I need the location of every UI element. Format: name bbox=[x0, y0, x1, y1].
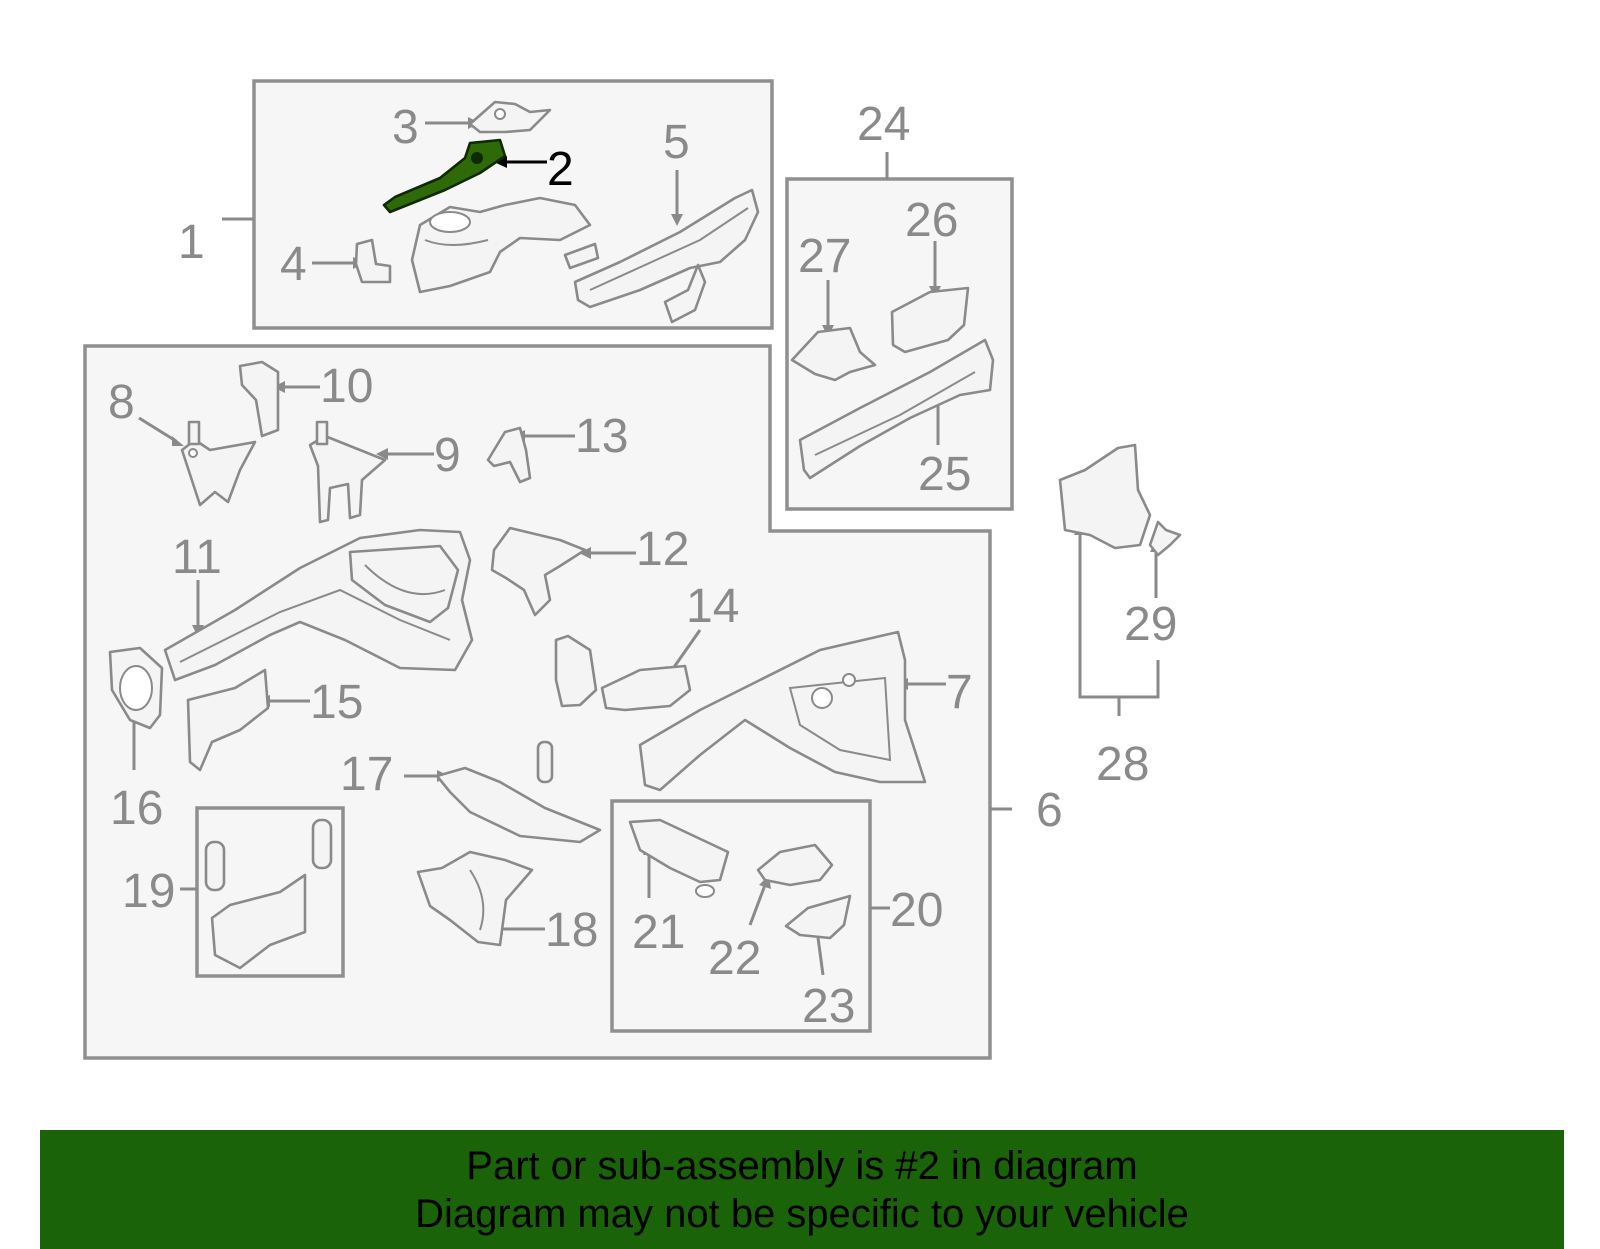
part-8 bbox=[180, 420, 257, 507]
callout-19[interactable]: 19 bbox=[122, 865, 175, 918]
callout-14[interactable]: 14 bbox=[686, 580, 739, 633]
part-22 bbox=[756, 843, 834, 887]
callout-16[interactable]: 16 bbox=[110, 782, 163, 835]
callout-17[interactable]: 17 bbox=[340, 748, 393, 801]
banner-line-disclaimer: Diagram may not be specific to your vehi… bbox=[415, 1192, 1189, 1236]
callout-3[interactable]: 3 bbox=[392, 101, 419, 154]
part-16 bbox=[108, 646, 164, 730]
part-11-rail bbox=[163, 528, 474, 682]
part-10 bbox=[238, 360, 280, 438]
callout-23[interactable]: 23 bbox=[802, 980, 855, 1033]
callout-27[interactable]: 27 bbox=[798, 230, 851, 283]
callout-8[interactable]: 8 bbox=[108, 376, 135, 429]
callout-1[interactable]: 1 bbox=[178, 216, 205, 269]
part-28 bbox=[1058, 443, 1152, 550]
part-19 bbox=[204, 818, 333, 970]
part-14 bbox=[554, 634, 692, 712]
part-17 bbox=[435, 740, 602, 844]
part-3 bbox=[468, 100, 552, 134]
part-9 bbox=[308, 420, 387, 524]
part-18 bbox=[416, 850, 534, 947]
part-1-strut-tower bbox=[410, 196, 600, 294]
parts-diagram: 1 2 3 4 5 6 7 8 9 10 11 12 13 14 15 16 1… bbox=[83, 79, 1182, 1060]
part-29 bbox=[1148, 520, 1182, 557]
callout-20[interactable]: 20 bbox=[890, 884, 943, 937]
callout-2[interactable]: 2 bbox=[547, 143, 574, 196]
callout-10[interactable]: 10 bbox=[320, 360, 373, 413]
callout-6[interactable]: 6 bbox=[1036, 784, 1063, 837]
callout-18[interactable]: 18 bbox=[545, 904, 598, 957]
part-13 bbox=[486, 426, 532, 484]
callout-21[interactable]: 21 bbox=[632, 906, 685, 959]
callout-11[interactable]: 11 bbox=[172, 531, 222, 584]
callout-5[interactable]: 5 bbox=[663, 116, 690, 169]
callout-13[interactable]: 13 bbox=[575, 410, 628, 463]
callout-24[interactable]: 24 bbox=[857, 98, 910, 151]
callout-25[interactable]: 25 bbox=[918, 448, 971, 501]
part-12 bbox=[490, 526, 587, 617]
part-2-highlighted[interactable] bbox=[382, 138, 507, 214]
callout-28[interactable]: 28 bbox=[1096, 738, 1149, 791]
callout-4[interactable]: 4 bbox=[280, 238, 307, 291]
callout-7[interactable]: 7 bbox=[946, 666, 973, 719]
callout-15[interactable]: 15 bbox=[310, 676, 363, 729]
part-23 bbox=[784, 894, 852, 940]
info-banner: Part or sub-assembly is #2 in diagram Di… bbox=[40, 1130, 1564, 1249]
part-7-rail bbox=[638, 630, 927, 792]
banner-line-part: Part or sub-assembly is #2 in diagram bbox=[466, 1144, 1138, 1188]
callout-26[interactable]: 26 bbox=[905, 194, 958, 247]
callout-22[interactable]: 22 bbox=[708, 932, 761, 985]
callout-12[interactable]: 12 bbox=[636, 523, 689, 576]
part-26 bbox=[890, 286, 970, 354]
part-21 bbox=[628, 818, 730, 898]
callout-labels: 1 2 3 4 5 6 7 8 9 10 11 12 13 14 15 16 1… bbox=[108, 98, 1177, 1033]
callout-29[interactable]: 29 bbox=[1124, 598, 1177, 651]
callout-9[interactable]: 9 bbox=[434, 429, 461, 482]
part-25-rail bbox=[798, 338, 995, 480]
part-4 bbox=[354, 238, 392, 284]
part-5-rail bbox=[573, 188, 760, 324]
part-15 bbox=[186, 668, 270, 772]
part-27 bbox=[790, 326, 877, 382]
